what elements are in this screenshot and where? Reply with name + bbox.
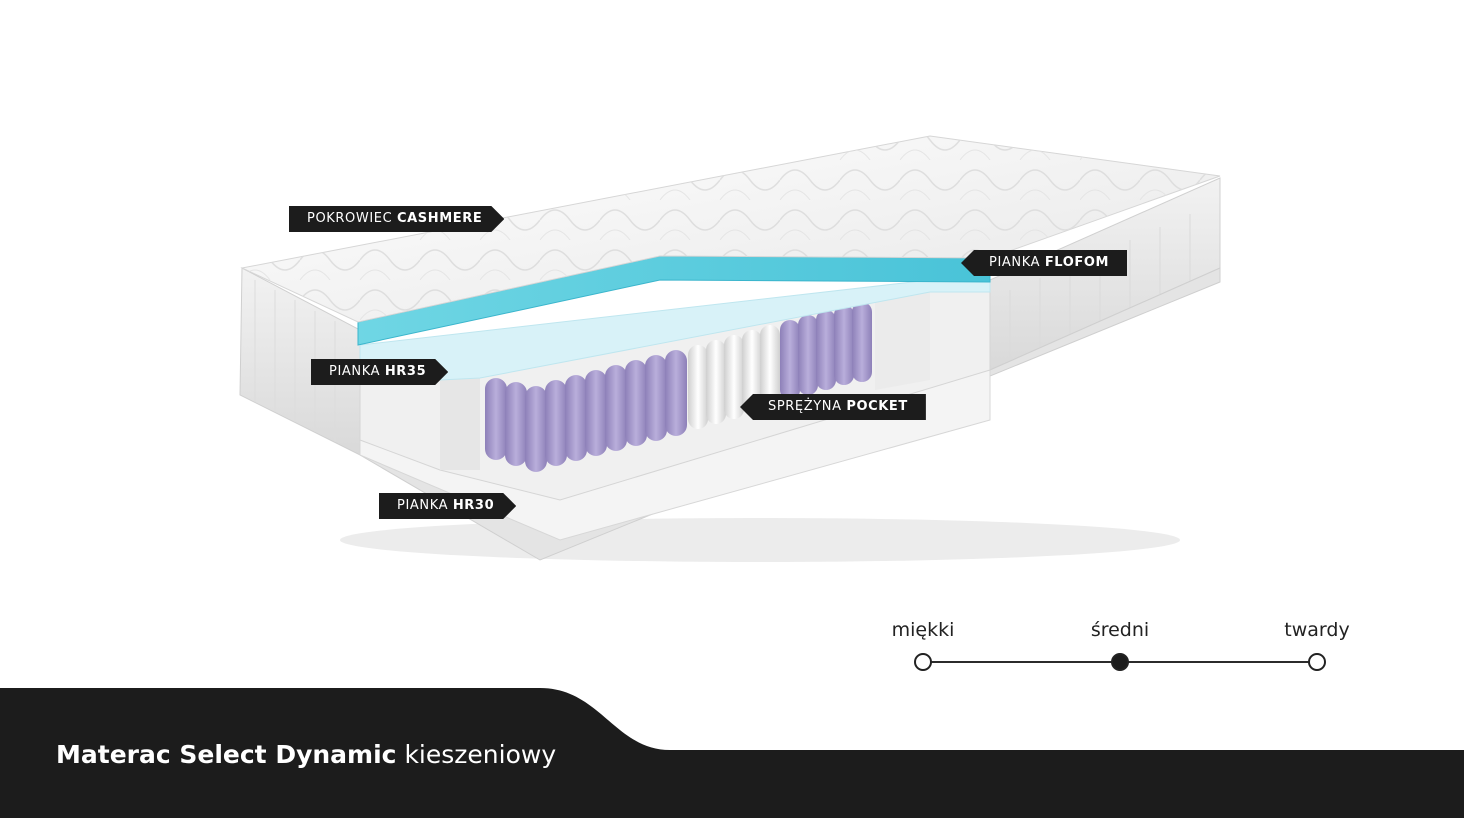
layer-label-flofom: PIANKA FLOFOM [961, 250, 1128, 276]
product-title: Materac Select Dynamic kieszeniowy [56, 740, 556, 769]
pocket-springs-right [780, 302, 872, 400]
layer-label-pocket: SPRĘŻYNA POCKET [740, 394, 926, 420]
layer-label-prefix: SPRĘŻYNA [768, 399, 842, 414]
product-type: kieszeniowy [404, 740, 557, 769]
firmness-label-hard: twardy [1284, 619, 1350, 641]
layer-label-bold: CASHMERE [396, 211, 483, 226]
firmness-dot-medium [1111, 653, 1129, 671]
firmness-dot-soft [914, 653, 932, 671]
pocket-springs-left [485, 350, 687, 472]
layer-label-hr35: PIANKA HR35 [311, 359, 448, 385]
footer-bar [0, 688, 1464, 818]
layer-label-bold: HR30 [452, 498, 495, 513]
product-name: Materac Select Dynamic [56, 740, 397, 769]
layer-label-prefix: PIANKA [397, 498, 449, 513]
layer-label-cover: POKROWIEC CASHMERE [289, 206, 504, 232]
layer-label-bold: HR35 [384, 364, 427, 379]
layer-label-prefix: PIANKA [989, 255, 1041, 270]
firmness-label-soft: miękki [891, 619, 955, 641]
layer-label-hr30: PIANKA HR30 [379, 493, 516, 519]
layer-label-bold: FLOFOM [1044, 255, 1110, 270]
firmness-label-medium: średni [1090, 619, 1150, 641]
mattress-shadow [340, 518, 1180, 562]
layer-label-prefix: PIANKA [329, 364, 381, 379]
layer-label-prefix: POKROWIEC [307, 211, 393, 226]
firmness-dot-hard [1308, 653, 1326, 671]
pocket-springs-middle [688, 325, 780, 429]
layer-label-bold: POCKET [846, 399, 908, 414]
